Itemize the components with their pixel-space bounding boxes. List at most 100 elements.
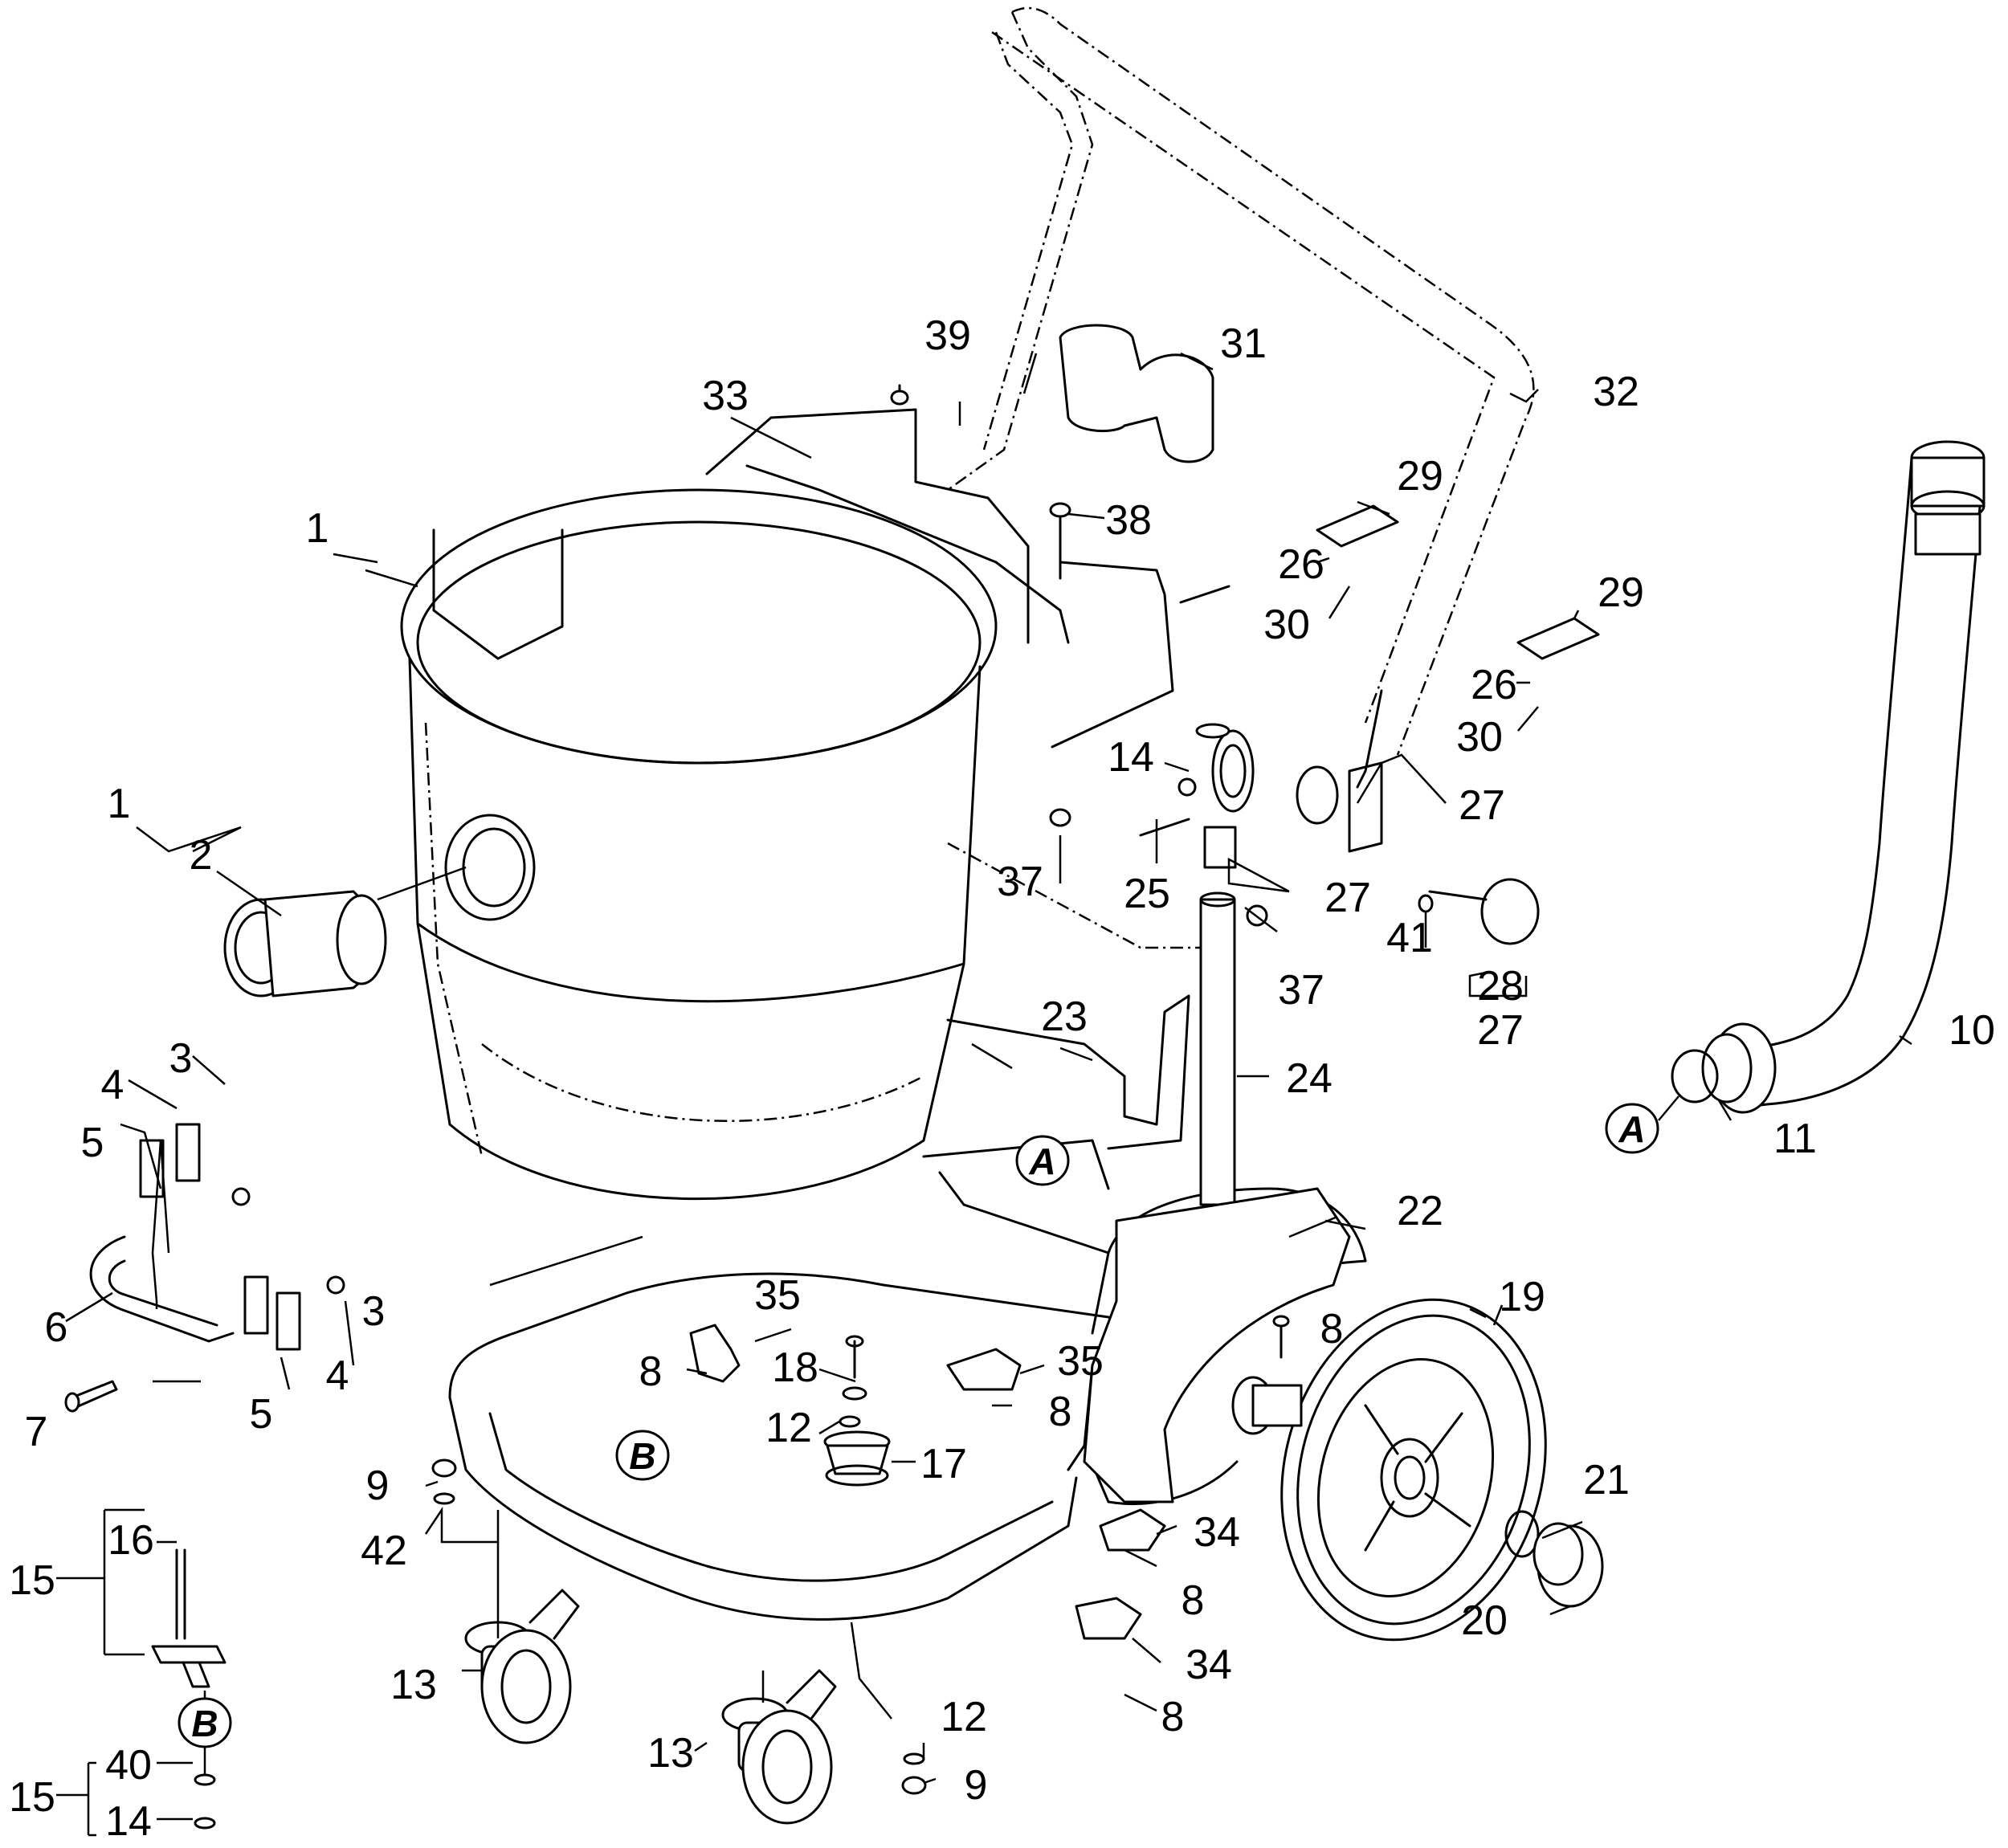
part-label: 38 bbox=[1105, 497, 1152, 544]
leader-lines bbox=[56, 352, 1912, 1837]
part-label: 10 bbox=[1949, 1007, 1995, 1054]
part-label: 1 bbox=[108, 781, 131, 827]
part-label: 27 bbox=[1477, 1007, 1524, 1054]
part-label: 1 bbox=[306, 505, 329, 552]
part-label: 15 bbox=[9, 1557, 55, 1604]
part-label: 41 bbox=[1386, 915, 1433, 961]
part-label: 13 bbox=[390, 1662, 437, 1708]
plates-upper bbox=[139, 1123, 201, 1198]
part-label: 34 bbox=[1186, 1642, 1232, 1688]
part-label: 19 bbox=[1499, 1274, 1545, 1320]
part-label: 27 bbox=[1459, 782, 1505, 829]
plates-lower bbox=[243, 1275, 301, 1351]
part-label: 35 bbox=[754, 1272, 801, 1319]
part-label: 26 bbox=[1471, 662, 1517, 708]
part-label: 17 bbox=[920, 1441, 967, 1487]
part-label: 40 bbox=[105, 1742, 152, 1789]
part-label: 33 bbox=[702, 373, 749, 419]
callout-letter: B bbox=[629, 1435, 655, 1477]
part-label: 21 bbox=[1583, 1457, 1630, 1503]
part-label: 35 bbox=[1057, 1338, 1104, 1385]
part-label: 12 bbox=[941, 1694, 987, 1740]
part-label: 7 bbox=[25, 1409, 48, 1455]
callout-letter: B bbox=[191, 1703, 218, 1744]
part-label: 23 bbox=[1041, 993, 1088, 1040]
rubber-foot bbox=[823, 1430, 891, 1487]
part-label: 4 bbox=[326, 1352, 349, 1399]
part-label: 28 bbox=[1477, 963, 1524, 1010]
side-handle-inner bbox=[108, 1259, 218, 1327]
part-label: 15 bbox=[9, 1774, 55, 1821]
part-label: 29 bbox=[1397, 453, 1443, 500]
callout-b-left: B bbox=[178, 1697, 232, 1748]
clip-34-lower bbox=[1075, 1597, 1142, 1640]
axle-stub bbox=[1231, 1376, 1303, 1435]
rear-wheel bbox=[1280, 1298, 1547, 1642]
part-label: 22 bbox=[1397, 1188, 1443, 1234]
clamp-assembly bbox=[1195, 723, 1383, 869]
clip-35-right bbox=[946, 1348, 1022, 1391]
part-label: 9 bbox=[965, 1762, 988, 1809]
part-label: 14 bbox=[1108, 734, 1154, 781]
part-label: 37 bbox=[1278, 967, 1324, 1014]
part-label: 24 bbox=[1286, 1055, 1333, 1102]
adjust-knob bbox=[1428, 878, 1540, 945]
part-label: 30 bbox=[1456, 714, 1503, 761]
bracket-23 bbox=[946, 994, 1190, 1150]
part-label: 6 bbox=[45, 1304, 68, 1351]
hose-holder bbox=[1059, 324, 1214, 463]
caster-left bbox=[464, 1589, 580, 1744]
part-label: 29 bbox=[1598, 569, 1644, 616]
bracket-29-right bbox=[1516, 617, 1600, 660]
foot-bracket bbox=[151, 1548, 227, 1688]
inlet-connector bbox=[223, 890, 387, 997]
callout-a-right: A bbox=[1605, 1103, 1659, 1154]
callout-letter: A bbox=[1618, 1108, 1645, 1150]
part-label: 12 bbox=[765, 1405, 812, 1451]
clip-35-left bbox=[689, 1324, 741, 1383]
clip-34-upper bbox=[1099, 1508, 1166, 1552]
part-label: 25 bbox=[1124, 871, 1170, 917]
upper-frame bbox=[705, 408, 1205, 949]
part-label: 8 bbox=[1182, 1577, 1205, 1624]
part-label: 13 bbox=[647, 1730, 694, 1777]
side-cover bbox=[1083, 1187, 1351, 1503]
fasteners bbox=[194, 384, 1434, 1830]
part-label: 18 bbox=[772, 1344, 818, 1391]
part-label: 14 bbox=[105, 1798, 152, 1845]
bolt-7 bbox=[64, 1380, 118, 1413]
caster-right bbox=[721, 1669, 837, 1825]
part-label: 9 bbox=[366, 1462, 390, 1509]
part-label: 8 bbox=[639, 1348, 663, 1395]
part-label: 31 bbox=[1220, 320, 1267, 367]
push-handle bbox=[947, 6, 1535, 789]
part-label: 27 bbox=[1324, 875, 1371, 921]
suction-hose bbox=[1701, 440, 1986, 1114]
part-label: 20 bbox=[1461, 1597, 1508, 1644]
part-label: 2 bbox=[190, 832, 213, 879]
column-tube bbox=[1184, 891, 1251, 1254]
part-label: 3 bbox=[362, 1288, 386, 1335]
part-labels: 1 1 2 3 3 4 4 5 5 6 7 8 8 8 8 8 9 9 10 1… bbox=[9, 312, 1995, 1845]
part-label: 34 bbox=[1194, 1509, 1240, 1556]
part-label: 30 bbox=[1263, 602, 1310, 648]
part-label: 4 bbox=[101, 1062, 124, 1108]
wheel-washer bbox=[1504, 1510, 1540, 1558]
callout-b-center: B bbox=[615, 1430, 670, 1481]
part-label: 5 bbox=[250, 1391, 273, 1438]
part-label: 11 bbox=[1773, 1116, 1817, 1162]
part-label: 5 bbox=[81, 1120, 104, 1166]
container-drum bbox=[400, 488, 998, 1201]
part-label: 3 bbox=[169, 1035, 193, 1082]
hub-cap bbox=[1533, 1522, 1604, 1608]
part-label: 8 bbox=[1049, 1389, 1072, 1435]
part-label: 8 bbox=[1320, 1306, 1344, 1352]
part-label: 8 bbox=[1161, 1694, 1185, 1740]
part-label: 32 bbox=[1593, 369, 1639, 415]
side-handle bbox=[89, 1235, 235, 1343]
part-label: 42 bbox=[361, 1528, 407, 1574]
part-label: 37 bbox=[997, 859, 1043, 905]
hose-seal-ring bbox=[1671, 1049, 1719, 1103]
